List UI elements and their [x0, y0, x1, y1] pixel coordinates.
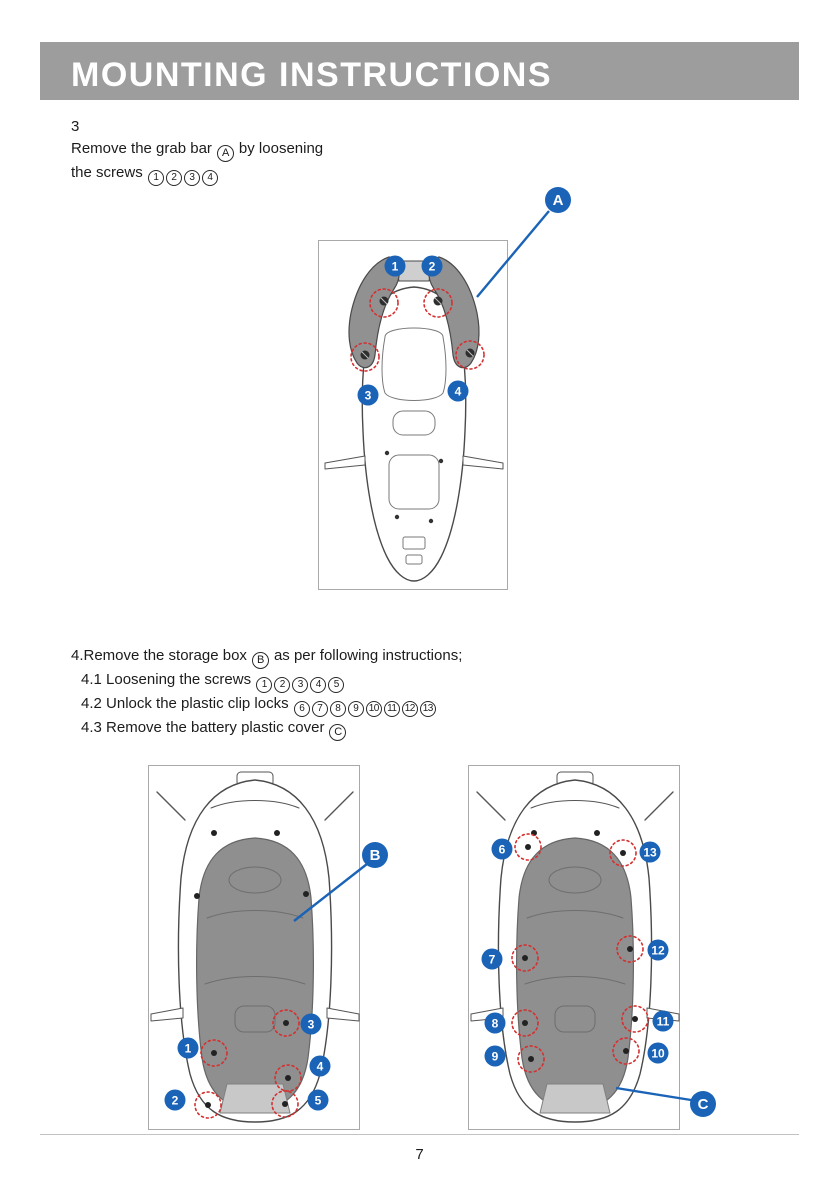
fig1-badge-4: 4	[447, 380, 469, 402]
circled-num-11: 11	[383, 701, 400, 717]
storage-box-diagram	[150, 771, 360, 1123]
tail-seam	[210, 800, 300, 809]
fig2-badge-2: 2	[164, 1089, 186, 1111]
tail-stub-right	[324, 791, 354, 821]
tail-stub-right	[644, 791, 674, 821]
fig1-badge-3: 3	[357, 384, 379, 406]
circled-num-2: 2	[165, 170, 182, 186]
step-4-line-0-pre: 4.Remove the storage box	[71, 647, 247, 664]
fig3-badge-6: 6	[491, 838, 513, 860]
footrest-right	[326, 1007, 360, 1022]
fig3-badge-10: 10	[647, 1042, 669, 1064]
header-band: MOUNTING INSTRUCTIONS	[40, 42, 799, 100]
small-fasteners	[384, 450, 444, 524]
fig3-badge-13: 13	[639, 841, 661, 863]
page-number: 7	[415, 1146, 424, 1163]
fig3-badge-8: 8	[484, 1012, 506, 1034]
storage-box	[516, 837, 634, 1111]
footrest-left	[324, 455, 366, 470]
circled-num-4: 4	[201, 170, 218, 186]
callout-a-badge: A	[545, 187, 571, 213]
fig1-badge-2: 2	[421, 255, 443, 277]
fig2-badge-5: 5	[307, 1089, 329, 1111]
clip-highlight-circles	[511, 833, 649, 1073]
circled-num-6: 6	[293, 701, 310, 717]
circled-num-3: 3	[292, 677, 309, 693]
circled-num-2: 2	[274, 677, 291, 693]
fig2-badge-1: 1	[177, 1037, 199, 1059]
circled-num-10: 10	[365, 701, 382, 717]
circled-ref-a: A	[216, 145, 234, 162]
circled-ref-c: C	[329, 724, 347, 741]
fig3-badge-9: 9	[484, 1045, 506, 1067]
step-3-line-1-pre: Remove the grab bar	[71, 140, 212, 157]
target-screws	[205, 1020, 291, 1108]
circled-num-4: 4	[310, 677, 327, 693]
box-seam-lines	[524, 866, 626, 1033]
storage-box	[196, 837, 314, 1111]
figure-storage-box-clips	[468, 765, 680, 1130]
tail-stub-left	[476, 791, 506, 821]
figure-grab-bar	[318, 240, 508, 590]
circled-num-1: 1	[147, 170, 164, 186]
page-title: MOUNTING INSTRUCTIONS	[71, 56, 553, 94]
circled-num-13: 13	[419, 701, 436, 717]
grab-bar-diagram	[324, 256, 504, 582]
callout-b-badge: B	[362, 842, 388, 868]
circled-num-9: 9	[347, 701, 364, 717]
fig3-badge-11: 11	[652, 1010, 674, 1032]
step-4-2-text: 4.2 Unlock the plastic clip locks	[81, 695, 289, 712]
fig2-badge-3: 3	[300, 1013, 322, 1035]
grab-bar-right-wing	[428, 256, 480, 369]
tail-stub-left	[156, 791, 186, 821]
step-4-line-0-post: as per following instructions;	[273, 647, 463, 664]
figure-storage-box-screws	[148, 765, 360, 1130]
clip-locks-diagram	[470, 771, 680, 1123]
callout-c-badge: C	[690, 1091, 716, 1117]
screw-highlight-circles	[194, 1009, 302, 1119]
fig2-badge-4: 4	[309, 1055, 331, 1077]
screw-highlight-circles	[350, 288, 485, 372]
step-3-line-2-pre: the screws	[71, 164, 143, 181]
battery-cover	[539, 1083, 611, 1114]
clip-lock-screws	[522, 844, 638, 1062]
circled-num-12: 12	[401, 701, 418, 717]
fig3-badge-12: 12	[647, 939, 669, 961]
battery-cover	[219, 1083, 291, 1114]
step-4-3-text: 4.3 Remove the battery plastic cover	[81, 719, 325, 736]
footrest-right	[462, 455, 504, 470]
circled-num-3: 3	[183, 170, 200, 186]
fig3-badge-7: 7	[481, 948, 503, 970]
footrest-left	[150, 1007, 184, 1022]
tail-seam	[530, 800, 620, 809]
circled-num-5: 5	[328, 677, 345, 693]
seat-detail-lines	[381, 327, 447, 565]
grab-bar-left-wing	[348, 256, 400, 369]
circled-num-1: 1	[256, 677, 273, 693]
step-4-1-text: 4.1 Loosening the screws	[81, 671, 252, 688]
grab-bar-screws	[360, 296, 475, 360]
circled-num-7: 7	[311, 701, 328, 717]
footer-divider	[40, 1134, 799, 1135]
circled-ref-b: B	[251, 652, 269, 669]
circled-num-8: 8	[329, 701, 346, 717]
fig1-badge-1: 1	[384, 255, 406, 277]
step-3-line-1-post: by loosening	[238, 140, 324, 157]
step-3-number: 3	[71, 118, 80, 135]
